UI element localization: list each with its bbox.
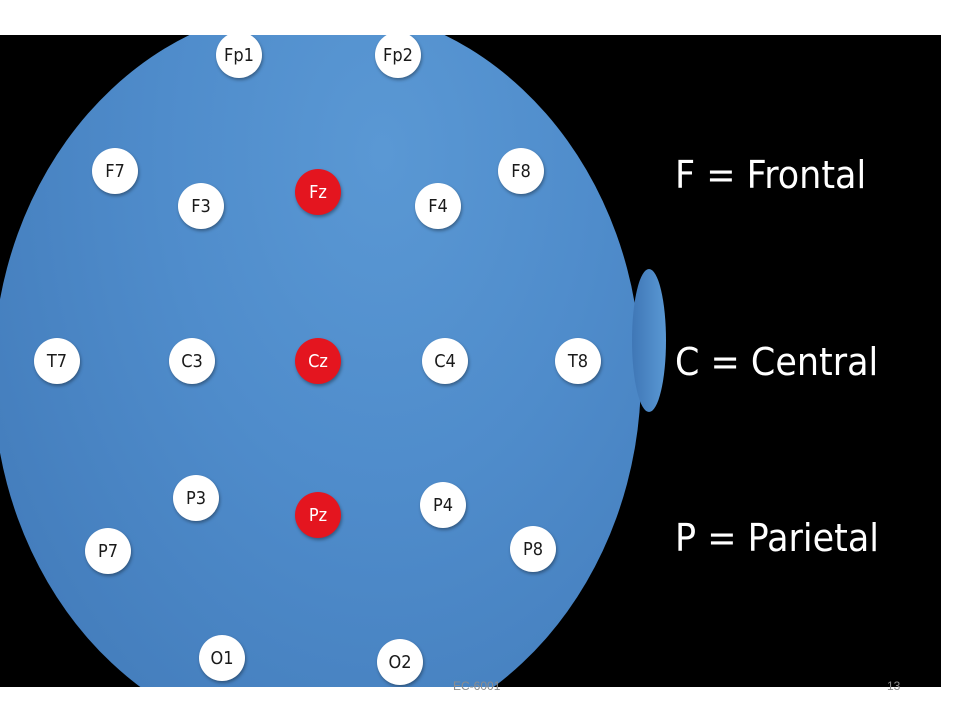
electrode-p8: P8 — [510, 526, 556, 572]
electrode-pz: Pz — [295, 492, 341, 538]
legend-frontal: F = Frontal — [675, 153, 867, 197]
ear — [632, 269, 666, 412]
electrode-t7: T7 — [34, 338, 80, 384]
legend-parietal: P = Parietal — [675, 516, 879, 560]
electrode-f3: F3 — [178, 183, 224, 229]
electrode-f7: F7 — [92, 148, 138, 194]
footer-course-code: EC-6001 — [453, 679, 501, 693]
electrode-c4: C4 — [422, 338, 468, 384]
electrode-f4: F4 — [415, 183, 461, 229]
electrode-f8: F8 — [498, 148, 544, 194]
electrode-t8: T8 — [555, 338, 601, 384]
electrode-p7: P7 — [85, 528, 131, 574]
electrode-fz: Fz — [295, 169, 341, 215]
slide-panel: Fp1 Fp2 F7 F8 F3 Fz F4 T7 C3 Cz C4 T8 P3… — [0, 35, 941, 687]
electrode-p4: P4 — [420, 482, 466, 528]
electrode-fp1: Fp1 — [216, 35, 262, 78]
electrode-fp2: Fp2 — [375, 35, 421, 78]
electrode-c3: C3 — [169, 338, 215, 384]
electrode-o2: O2 — [377, 639, 423, 685]
electrode-p3: P3 — [173, 475, 219, 521]
legend-central: C = Central — [675, 340, 879, 384]
electrode-o1: O1 — [199, 635, 245, 681]
slide-number: 13 — [887, 679, 901, 693]
electrode-cz: Cz — [295, 338, 341, 384]
